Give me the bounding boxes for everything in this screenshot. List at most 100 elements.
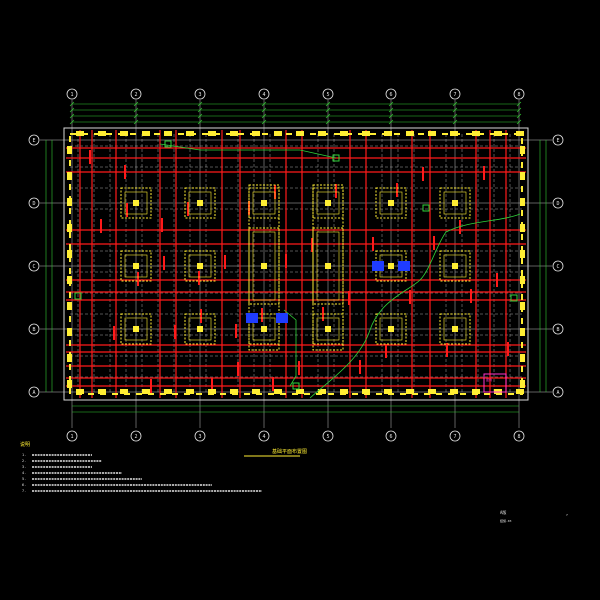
grid-bubble-label: 5	[326, 434, 329, 440]
perimeter-footing-block	[340, 131, 348, 136]
note-number: 3.	[22, 465, 26, 469]
column-stub	[388, 326, 394, 332]
grid-bubble-column: 5	[322, 88, 334, 100]
footing-inner	[252, 231, 276, 301]
grid-bubble-circle	[385, 88, 397, 100]
strip-footing-outline	[248, 184, 280, 351]
perimeter-footing-block	[230, 131, 238, 136]
perimeter-footing-block	[362, 389, 370, 394]
column-stub	[452, 326, 458, 332]
perimeter-footing-block	[274, 389, 282, 394]
grid-bubble-column: 6	[385, 430, 397, 442]
grid-bubble-label: E	[556, 138, 559, 144]
grid-bubble-circle	[513, 430, 525, 442]
stamp-line-1: A版	[500, 509, 506, 515]
grid-bubble-label: C	[32, 264, 35, 270]
grid-bubble-label: 6	[389, 92, 392, 98]
dimension-tick	[452, 119, 458, 125]
strip-footing-outline	[312, 184, 344, 351]
dimension-lines	[45, 101, 547, 413]
grid-bubble-column: 7	[449, 430, 461, 442]
stamp-line-2: 结施-03	[500, 518, 512, 523]
footing-pad	[439, 250, 471, 282]
grid-bubble-row: D	[28, 197, 40, 209]
perimeter-footing-block	[98, 389, 106, 394]
column-stub	[388, 263, 394, 269]
column-stub	[452, 200, 458, 206]
perimeter-footing-block	[186, 389, 194, 394]
grid-bubble-circle	[552, 386, 564, 398]
grid-bubble-circle	[552, 323, 564, 335]
legend-box: 图例	[483, 373, 507, 393]
footing-outline	[248, 227, 280, 305]
perimeter-footing-block	[252, 389, 260, 394]
dimension-tick	[516, 101, 522, 107]
pump-pit-marker	[372, 261, 384, 271]
grid-bubble-column: 3	[194, 88, 206, 100]
grid-bubble-label: 1	[70, 92, 73, 98]
perimeter-footing-block	[98, 131, 106, 136]
footing-outline	[120, 187, 152, 219]
dimension-tick	[388, 101, 394, 107]
perimeter-footing-block	[296, 389, 304, 394]
dimension-tick	[388, 119, 394, 125]
footing-inner	[316, 317, 340, 341]
footing-inner	[443, 254, 467, 278]
dimension-tick	[197, 113, 203, 119]
footing-inner	[188, 254, 212, 278]
grid-bubble-label: 2	[134, 434, 137, 440]
perimeter-footing-block	[472, 131, 480, 136]
manhole-marker	[510, 294, 518, 302]
footing-outline	[439, 187, 471, 219]
perimeter-footing-block	[208, 131, 216, 136]
footing-pad	[312, 227, 344, 305]
column-stub	[452, 263, 458, 269]
grid-bubble-circle	[28, 134, 40, 146]
grid-bubble-label: B	[32, 327, 35, 333]
pipe-runs	[74, 140, 521, 399]
footing-inner	[188, 317, 212, 341]
grid-bubble-column: 8	[513, 88, 525, 100]
dimension-tick	[197, 107, 203, 113]
column-stub	[261, 326, 267, 332]
footing-pad	[120, 313, 152, 345]
drainage-pipe	[283, 309, 297, 387]
manhole-marker	[74, 292, 82, 300]
column-stub	[197, 326, 203, 332]
perimeter-footing-block	[428, 389, 436, 394]
grid-bubble-label: C	[556, 264, 559, 270]
dimension-tick	[69, 107, 75, 113]
perimeter-footing	[69, 133, 523, 395]
dimension-tick	[133, 119, 139, 125]
drainage-pipe	[309, 213, 521, 399]
dimension-tick	[69, 119, 75, 125]
grid-bubble-circle	[194, 88, 206, 100]
grid-bubble-circle	[130, 88, 142, 100]
grid-bubble-row: A	[552, 386, 564, 398]
footing-inner	[124, 317, 148, 341]
perimeter-footing-block	[406, 389, 414, 394]
perimeter-footing-block	[318, 389, 326, 394]
grid-bubble-label: D	[556, 201, 559, 207]
footing-inner	[443, 317, 467, 341]
building-outline	[63, 127, 529, 401]
grid-bubble-label: 4	[262, 434, 265, 440]
column-stub	[388, 200, 394, 206]
perimeter-footing-block	[67, 250, 72, 258]
grid-bubble-circle	[513, 88, 525, 100]
dimension-tick	[197, 101, 203, 107]
grid-bubble-circle	[130, 430, 142, 442]
grid-bubble-column: 4	[258, 88, 270, 100]
grid-bubble-label: 3	[198, 92, 201, 98]
footing-inner	[379, 317, 403, 341]
grid-bubble-label: 5	[326, 92, 329, 98]
grid-bubble-label: A	[32, 390, 35, 396]
perimeter-footing-block	[76, 131, 84, 136]
footing-inner	[252, 317, 276, 341]
grid-bubble-circle	[552, 134, 564, 146]
grid-bubble-label: 1	[70, 434, 73, 440]
dimension-tick	[325, 107, 331, 113]
column-stub	[133, 263, 139, 269]
note-number: 2.	[22, 459, 26, 463]
